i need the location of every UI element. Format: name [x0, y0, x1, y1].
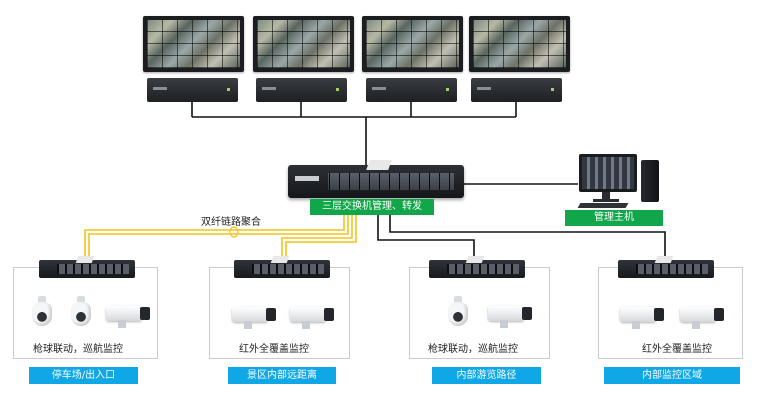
zone-4-caption: 红外全覆盖监控 [642, 344, 712, 355]
bullet-camera [488, 306, 532, 328]
video-wall-monitor-4 [469, 16, 570, 72]
fiber-link-a [84, 212, 345, 260]
fiber-link-b [88, 212, 349, 260]
bullet-camera [232, 307, 276, 329]
zone-2-caption: 红外全覆盖监控 [239, 344, 309, 355]
link-aggregation-label: 双纤链路聚合 [201, 217, 261, 228]
dome-camera [31, 296, 53, 328]
access-switch-3 [429, 256, 525, 278]
core-switch-label: 三层交换机管理、转发 [310, 199, 434, 215]
management-host-computer [575, 154, 661, 208]
fiber-link-d [285, 212, 357, 260]
video-wall-monitor-3 [362, 16, 463, 72]
dome-camera [447, 296, 469, 328]
access-switch-2 [234, 256, 330, 278]
fiber-link-c [281, 212, 353, 260]
nvr-recorder-4 [471, 78, 562, 102]
access-switch-1 [39, 256, 135, 278]
nvr-recorder-1 [147, 78, 238, 102]
core-switch [288, 160, 464, 198]
zone-3-area-label: 内部游览路径 [432, 367, 541, 384]
nvr-recorder-3 [366, 78, 457, 102]
link-to-switch-3 [377, 212, 475, 260]
zone-1-caption: 枪球联动，巡航监控 [33, 344, 123, 355]
bullet-camera [620, 307, 664, 329]
bullet-camera [290, 307, 334, 329]
dome-camera [70, 296, 92, 328]
zone-1-area-label: 停车场/出入口 [29, 367, 138, 384]
bullet-camera [680, 307, 724, 329]
access-switch-4 [618, 256, 714, 278]
management-host-label: 管理主机 [565, 210, 663, 226]
zone-4-area-label: 内部监控区域 [604, 367, 740, 384]
link-to-switch-4 [389, 212, 666, 260]
nvr-recorder-2 [256, 78, 347, 102]
aggregation-marker [229, 226, 239, 238]
zone-3-caption: 枪球联动，巡航监控 [428, 344, 518, 355]
video-wall-monitor-2 [253, 16, 354, 72]
zone-2-area-label: 景区内部远距离 [228, 367, 336, 384]
bullet-camera [106, 306, 150, 328]
video-wall-monitor-1 [143, 16, 244, 72]
